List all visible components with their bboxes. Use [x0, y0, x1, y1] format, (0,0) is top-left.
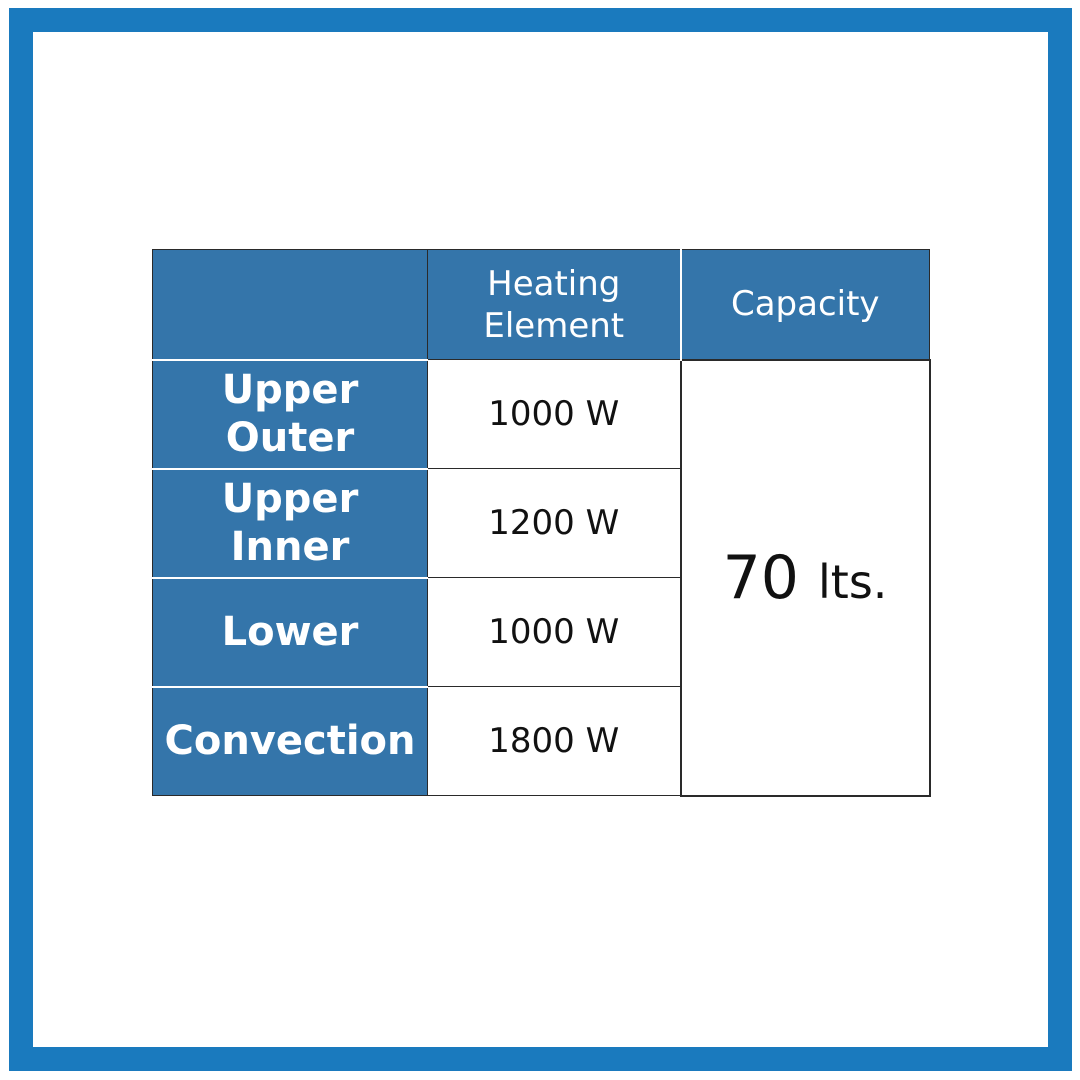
heating-element-value: 1000 W: [427, 577, 681, 687]
row-label-lower: Lower: [152, 576, 428, 687]
table-row: Convection 1800 W: [152, 685, 930, 796]
capacity-number: 70: [722, 542, 799, 613]
row-label-line2: Inner: [230, 524, 350, 570]
header-corner-cell: [152, 249, 428, 360]
header-capacity: Capacity: [679, 249, 930, 360]
table-row: Lower 1000 W: [152, 576, 930, 687]
capacity-value-cell: 70 lts.: [679, 358, 931, 797]
table-row: Upper Inner 1200 W: [152, 467, 930, 578]
row-label-convection: Convection: [152, 685, 428, 796]
row-label-line1: Upper: [221, 367, 359, 413]
heating-element-value: 1200 W: [427, 468, 681, 578]
row-label-line2: Outer: [225, 415, 355, 461]
row-label-line1: Lower: [221, 609, 359, 655]
header-heating-element-line2: Element: [483, 305, 625, 346]
row-label-line1: Convection: [164, 718, 416, 765]
header-heating-element: Heating Element: [427, 249, 681, 360]
heating-element-value: 1000 W: [427, 359, 681, 469]
heating-element-value: 1800 W: [427, 686, 681, 796]
capacity-unit: lts.: [818, 554, 888, 609]
row-label-upper-inner: Upper Inner: [152, 467, 428, 578]
row-label-upper-outer: Upper Outer: [152, 358, 428, 469]
row-label-line1: Upper: [221, 476, 359, 522]
header-heating-element-line1: Heating: [487, 263, 621, 304]
table-header-row: Heating Element Capacity: [152, 249, 930, 360]
specs-table: Heating Element Capacity Upper Outer 100…: [152, 249, 931, 797]
table-row: Upper Outer 1000 W 70 lts.: [152, 358, 931, 797]
